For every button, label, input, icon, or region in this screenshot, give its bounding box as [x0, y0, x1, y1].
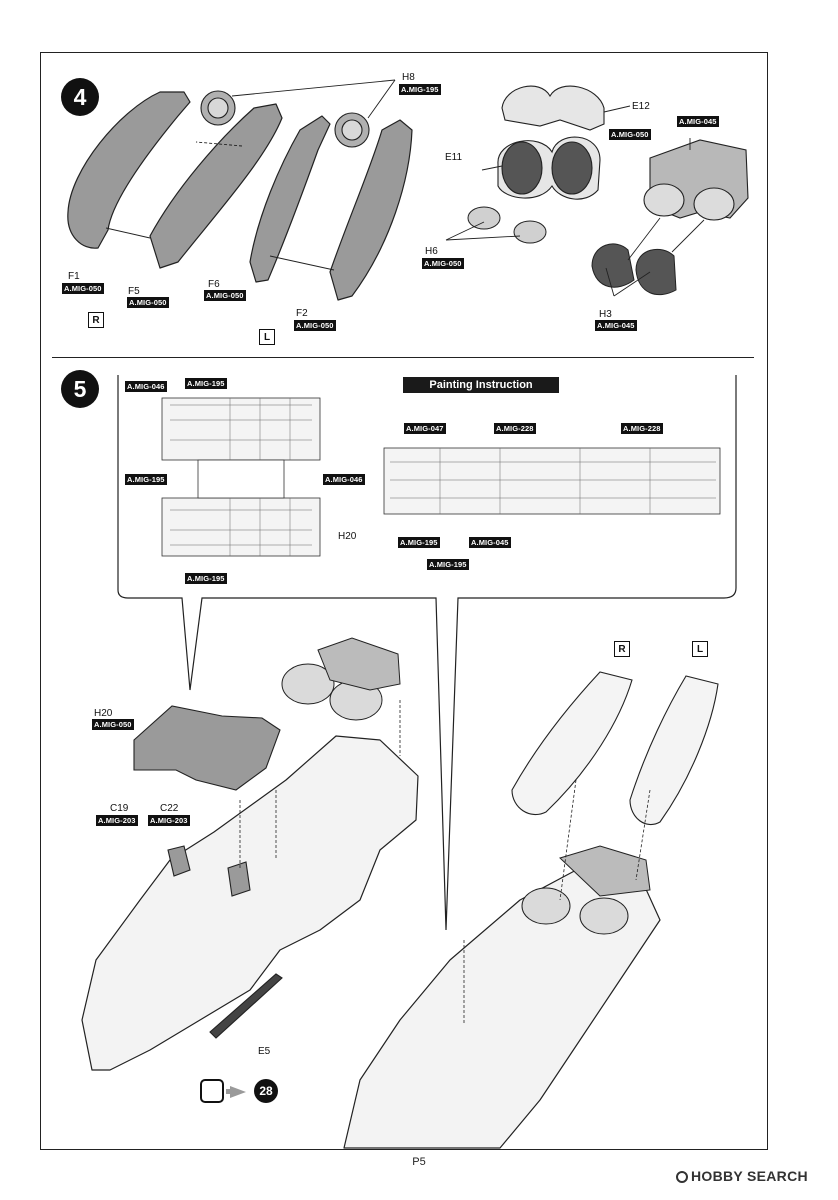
paint-code-tag: A.MIG-045	[677, 116, 719, 127]
paint-code-tag: A.MIG-050	[62, 283, 104, 294]
part-label-f1: F1	[68, 271, 80, 282]
page-frame	[40, 52, 768, 1150]
part-e12	[501, 85, 605, 131]
part-f5	[149, 103, 283, 269]
paint-code-tag: A.MIG-195	[125, 474, 167, 485]
paint-code-tag: A.MIG-050	[422, 258, 464, 269]
part-h6-b	[513, 220, 547, 244]
part-f2	[329, 119, 413, 301]
part-c19	[167, 845, 191, 877]
part-f1	[67, 91, 191, 249]
part-label-e12: E12	[632, 101, 650, 112]
paint-code-tag: A.MIG-228	[621, 423, 663, 434]
part-label-c22: C22	[160, 803, 179, 814]
part-label-h8: H8	[402, 72, 415, 83]
part-label-e5: E5	[258, 1046, 271, 1057]
part-h3-a	[591, 243, 635, 288]
paint-code-tag: A.MIG-050	[204, 290, 246, 301]
step-number-badge: 5	[61, 370, 99, 408]
paint-code-tag: A.MIG-045	[595, 320, 637, 331]
side-marker-left: L	[692, 641, 708, 657]
part-label-h20: H20	[94, 708, 113, 719]
duct-left	[629, 675, 719, 826]
paint-code-tag: A.MIG-195	[185, 573, 227, 584]
part-label-h20-painting: H20	[338, 531, 357, 542]
watermark-text: HOBBY SEARCH	[691, 1168, 808, 1184]
paint-code-tag: A.MIG-046	[323, 474, 365, 485]
fuselage-left	[81, 735, 419, 1071]
paint-code-tag: A.MIG-195	[399, 84, 441, 95]
rotate-icon	[200, 1079, 224, 1103]
paint-code-tag: A.MIG-203	[148, 815, 190, 826]
part-label-f5: F5	[128, 286, 140, 297]
hobby-search-logo-icon	[676, 1171, 688, 1183]
arrow-right-icon	[230, 1086, 246, 1098]
paint-code-tag: A.MIG-050	[609, 129, 651, 140]
paint-code-tag: A.MIG-195	[185, 378, 227, 389]
callout-bubble	[117, 375, 737, 931]
part-label-h6: H6	[425, 246, 438, 257]
reference-step-number: 28	[254, 1079, 278, 1103]
part-label-h3: H3	[599, 309, 612, 320]
paint-code-tag: A.MIG-046	[125, 381, 167, 392]
part-label-f6: F6	[208, 279, 220, 290]
paint-code-tag: A.MIG-228	[494, 423, 536, 434]
paint-view-right	[383, 447, 721, 515]
part-f6	[249, 115, 331, 283]
part-h20	[133, 705, 281, 791]
side-marker-left: L	[259, 329, 275, 345]
side-marker-right: R	[88, 312, 104, 328]
watermark: HOBBY SEARCH	[676, 1168, 808, 1184]
paint-code-tag: A.MIG-050	[92, 719, 134, 730]
paint-code-tag: A.MIG-195	[398, 537, 440, 548]
painting-instruction-title: Painting Instruction	[403, 377, 559, 393]
paint-code-tag: A.MIG-050	[294, 320, 336, 331]
step-reference: 28	[200, 1079, 278, 1103]
paint-view-left-bottom	[161, 497, 321, 557]
step-number-badge: 4	[61, 78, 99, 116]
paint-code-tag: A.MIG-050	[127, 297, 169, 308]
part-label-e11: E11	[445, 152, 463, 163]
paint-code-tag: A.MIG-203	[96, 815, 138, 826]
part-label-c19: C19	[110, 803, 129, 814]
paint-code-tag: A.MIG-045	[469, 537, 511, 548]
paint-code-tag: A.MIG-047	[404, 423, 446, 434]
part-e5	[209, 973, 283, 1039]
page-number: P5	[412, 1156, 426, 1168]
part-c22	[227, 861, 251, 897]
part-h3-b	[635, 248, 677, 296]
duct-right	[511, 671, 633, 816]
part-h6-a	[467, 206, 501, 230]
part-label-f2: F2	[296, 308, 308, 319]
step-divider	[52, 357, 754, 358]
paint-code-tag: A.MIG-195	[427, 559, 469, 570]
side-marker-right: R	[614, 641, 630, 657]
paint-view-left-top	[161, 397, 321, 461]
